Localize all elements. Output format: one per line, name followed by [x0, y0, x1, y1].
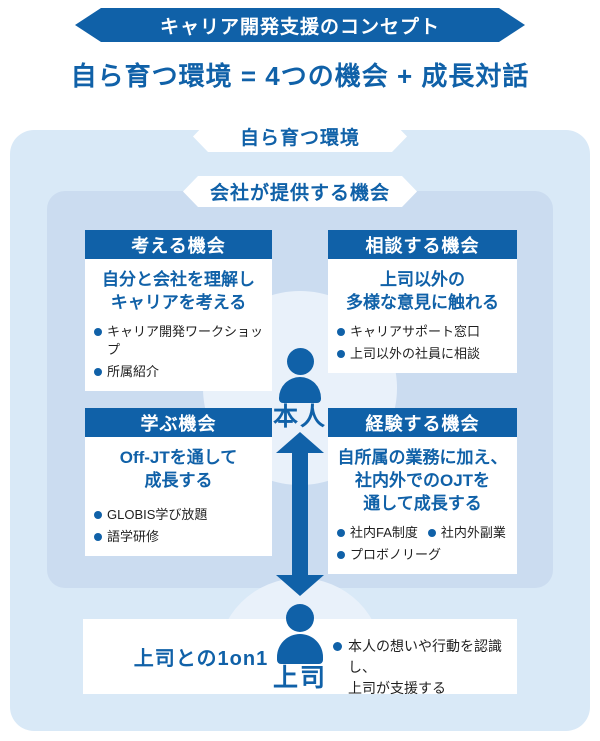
- bullet-row: 社内FA制度 社内外副業: [337, 524, 508, 542]
- opportunity-box-experience: 経験する機会 自所属の業務に加え、 社内外でのOJTを 通して成長する 社内FA…: [328, 408, 517, 574]
- one-on-one-title: 上司との1on1: [133, 648, 269, 670]
- opportunity-bullets-experience: 社内FA制度 社内外副業 プロボノリーグ: [337, 524, 508, 564]
- self-person-icon: [286, 348, 314, 375]
- self-person: 本人: [270, 348, 330, 430]
- list-item: 社内外副業: [427, 524, 506, 542]
- opportunity-summary-consult: 上司以外の 多様な意見に触れる: [346, 270, 499, 312]
- self-label: 本人: [272, 403, 327, 431]
- opportunity-body-experience: 自所属の業務に加え、 社内外でのOJTを 通して成長する 社内FA制度 社内外副…: [328, 437, 517, 574]
- one-on-one-bullet-text: 本人の想いや行動を認識し、 上司が支援する: [348, 638, 502, 696]
- bullet-dot-icon: [333, 642, 342, 651]
- bullet-dot-icon: [94, 328, 102, 336]
- company-opportunities-label: 会社が提供する機会: [183, 176, 417, 207]
- opportunity-summary-experience: 自所属の業務に加え、 社内外でのOJTを 通して成長する: [337, 448, 508, 513]
- list-item: 社内FA制度: [337, 524, 418, 542]
- opportunity-bullets-learn: GLOBIS学び放題 語学研修: [94, 506, 263, 546]
- growth-dialogue-arrow-icon: [276, 432, 324, 596]
- page-title: 自ら育つ環境 = 4つの機会 + 成長対話: [70, 61, 530, 91]
- opportunity-header-think: 考える機会: [85, 230, 272, 259]
- concept-banner: キャリア開発支援のコンセプト: [75, 8, 525, 42]
- list-item: キャリア開発ワークショップ: [94, 323, 263, 359]
- opportunity-body-think: 自分と会社を理解し キャリアを考える キャリア開発ワークショップ 所属紹介: [85, 259, 272, 391]
- environment-label: 自ら育つ環境: [193, 121, 407, 152]
- boss-person: 上司: [268, 604, 332, 691]
- list-item: 所属紹介: [94, 363, 263, 381]
- concept-banner-label: キャリア開発支援のコンセプト: [159, 16, 440, 38]
- list-item: 上司以外の社員に相談: [337, 345, 508, 363]
- opportunity-bullets-consult: キャリアサポート窓口 上司以外の社員に相談: [337, 323, 508, 363]
- opportunity-body-learn: Off-JTを通して 成長する GLOBIS学び放題 語学研修: [85, 437, 272, 556]
- bullet-dot-icon: [337, 551, 345, 559]
- opportunity-bullets-think: キャリア開発ワークショップ 所属紹介: [94, 323, 263, 381]
- self-person-icon: [279, 377, 321, 403]
- opportunity-header-experience: 経験する機会: [328, 408, 517, 437]
- bullet-dot-icon: [427, 529, 436, 537]
- boss-person-icon: [277, 634, 323, 664]
- opportunity-box-consult: 相談する機会 上司以外の 多様な意見に触れる キャリアサポート窓口 上司以外の社…: [328, 230, 517, 373]
- list-item: プロボノリーグ: [337, 546, 508, 564]
- opportunity-header-consult: 相談する機会: [328, 230, 517, 259]
- one-on-one-bullet: 本人の想いや行動を認識し、 上司が支援する: [333, 636, 517, 699]
- boss-person-icon: [286, 604, 314, 632]
- opportunity-header-learn: 学ぶ機会: [85, 408, 272, 437]
- bullet-dot-icon: [337, 350, 345, 358]
- bullet-dot-icon: [94, 533, 102, 541]
- opportunity-box-think: 考える機会 自分と会社を理解し キャリアを考える キャリア開発ワークショップ 所…: [85, 230, 272, 391]
- arrow-shaft: [292, 453, 308, 575]
- boss-label: 上司: [272, 664, 327, 692]
- list-item: キャリアサポート窓口: [337, 323, 508, 341]
- arrow-up-head: [276, 432, 324, 453]
- opportunity-summary-learn: Off-JTを通して 成長する: [119, 448, 238, 490]
- opportunity-summary-think: 自分と会社を理解し キャリアを考える: [102, 270, 255, 312]
- opportunity-body-consult: 上司以外の 多様な意見に触れる キャリアサポート窓口 上司以外の社員に相談: [328, 259, 517, 373]
- opportunity-box-learn: 学ぶ機会 Off-JTを通して 成長する GLOBIS学び放題 語学研修: [85, 408, 272, 556]
- bullet-dot-icon: [337, 328, 345, 336]
- bullet-dot-icon: [94, 368, 102, 376]
- arrow-down-head: [276, 575, 324, 596]
- list-item: GLOBIS学び放題: [94, 506, 263, 524]
- bullet-dot-icon: [94, 511, 102, 519]
- list-item: 語学研修: [94, 528, 263, 546]
- bullet-dot-icon: [337, 529, 345, 537]
